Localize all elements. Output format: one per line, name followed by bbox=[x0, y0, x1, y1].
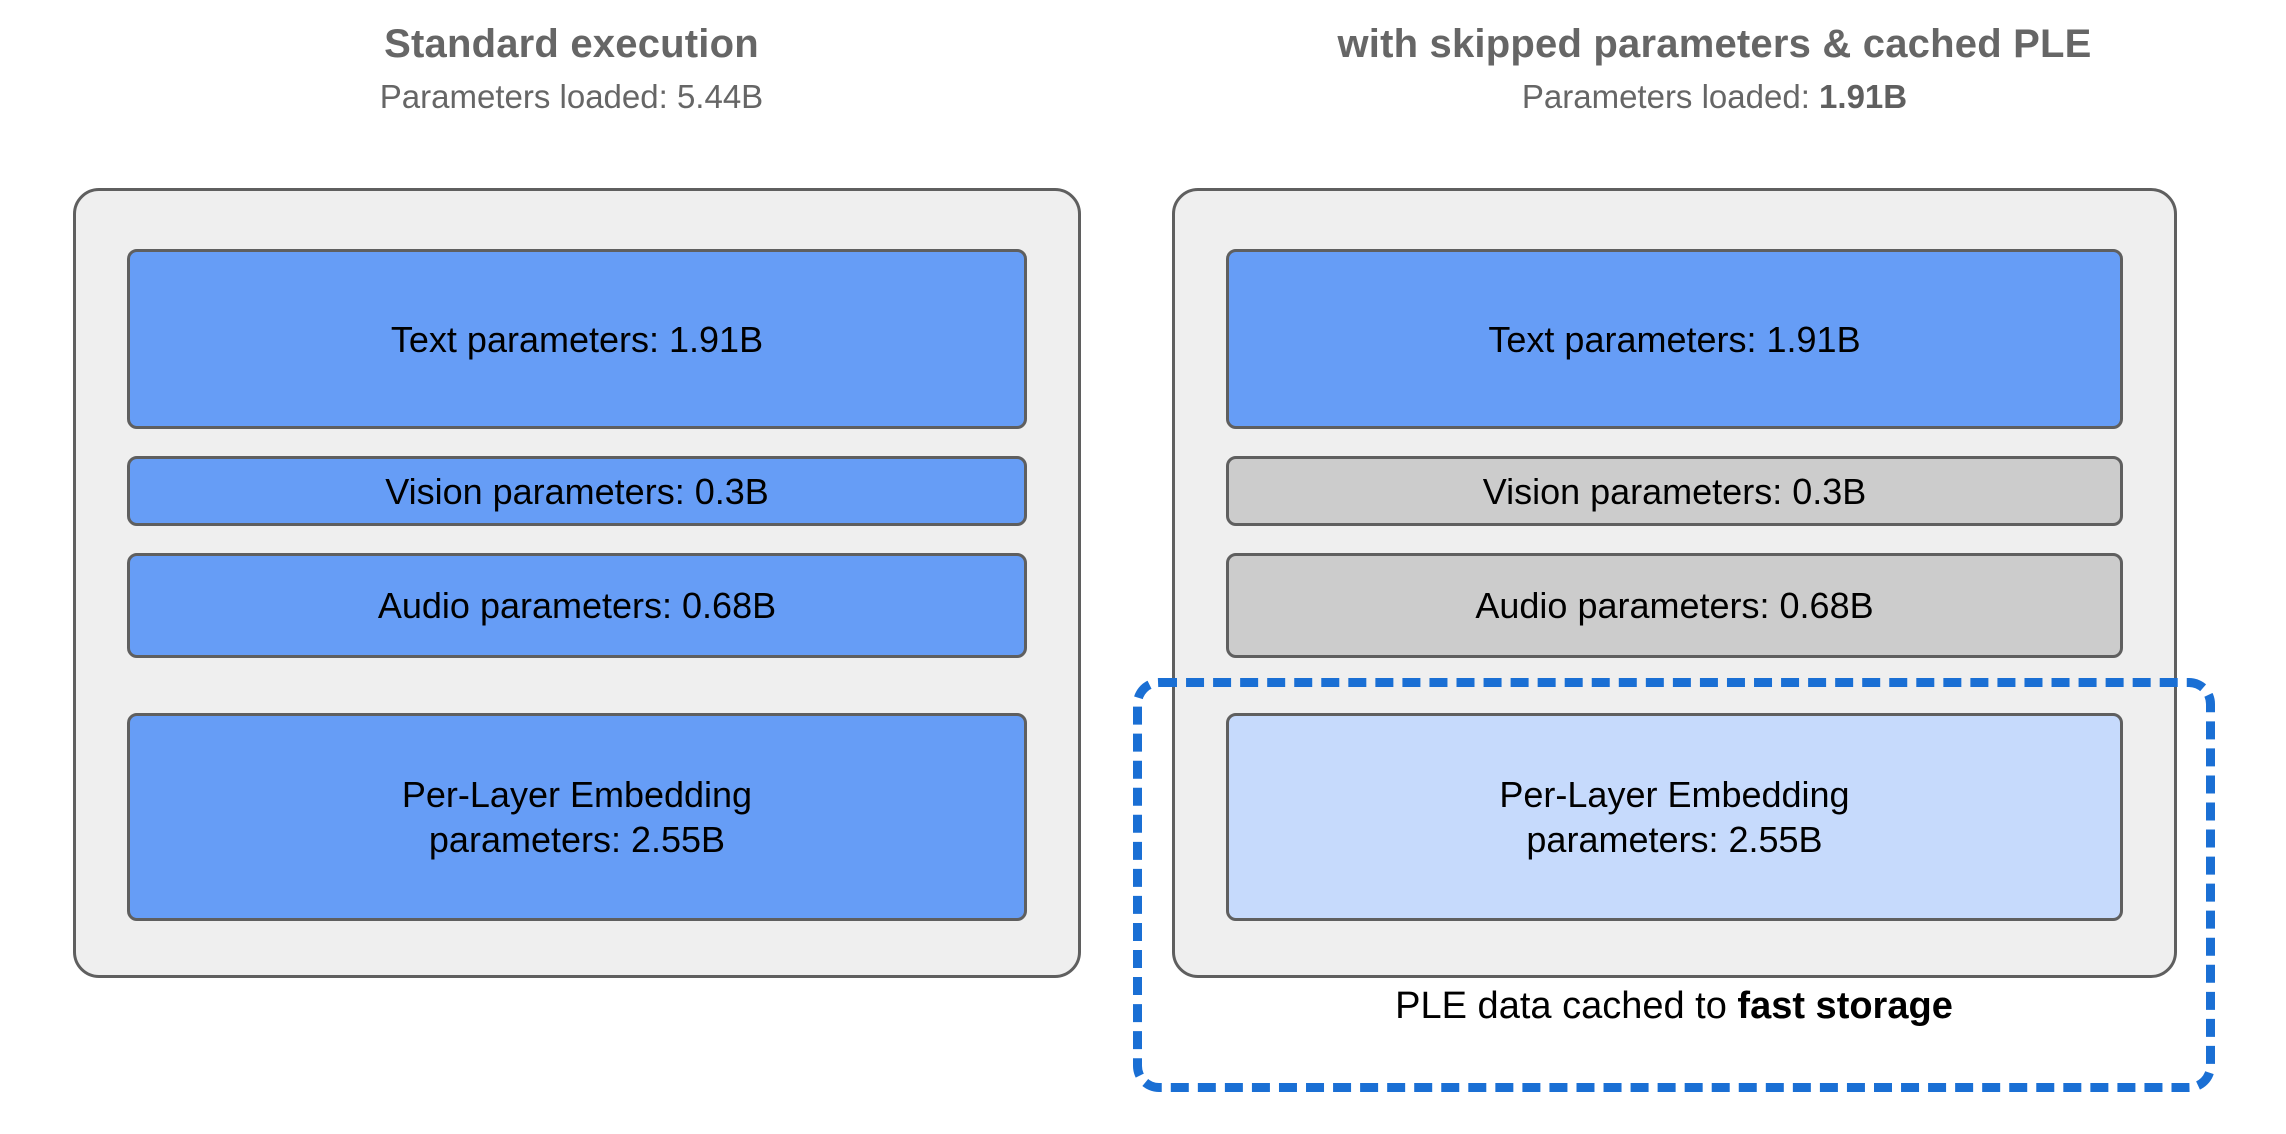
left-block-vision-parameters: Vision parameters: 0.3B bbox=[127, 456, 1027, 526]
standard-execution-column: Standard execution Parameters loaded: 5.… bbox=[0, 22, 1143, 978]
left-parameters-loaded: Parameters loaded: 5.44B bbox=[0, 78, 1143, 116]
right-block-text-parameters: Text parameters: 1.91B bbox=[1226, 249, 2123, 429]
left-memory-panel: Text parameters: 1.91B Vision parameters… bbox=[73, 188, 1081, 978]
right-block-vision-parameters: Vision parameters: 0.3B bbox=[1226, 456, 2123, 526]
right-block-ple-text: Per-Layer Embedding parameters: 2.55B bbox=[1499, 772, 1849, 862]
right-block-ple-line2: parameters: 2.55B bbox=[1526, 819, 1823, 860]
left-block-ple-text: Per-Layer Embedding parameters: 2.55B bbox=[402, 772, 752, 862]
left-block-audio-parameters: Audio parameters: 0.68B bbox=[127, 553, 1027, 658]
left-block-ple-parameters: Per-Layer Embedding parameters: 2.55B bbox=[127, 713, 1027, 921]
left-column-title: Standard execution bbox=[384, 22, 759, 66]
right-parameters-loaded: Parameters loaded: 1.91B bbox=[1143, 78, 2286, 116]
left-block-ple-line2: parameters: 2.55B bbox=[428, 819, 726, 860]
right-block-ple-line1: Per-Layer Embedding bbox=[1499, 774, 1850, 815]
cached-ple-caption-emphasis: fast storage bbox=[1737, 985, 1953, 1027]
cached-ple-caption: PLE data cached to fast storage bbox=[1133, 985, 2215, 1028]
right-memory-panel: Text parameters: 1.91B Vision parameters… bbox=[1172, 188, 2177, 978]
left-parameters-loaded-value: 5.44B bbox=[676, 78, 764, 115]
right-parameters-loaded-label: Parameters loaded: bbox=[1521, 78, 1820, 115]
right-block-ple-parameters: Per-Layer Embedding parameters: 2.55B bbox=[1226, 713, 2123, 921]
skipped-cached-column: with skipped parameters & cached PLE Par… bbox=[1133, 0, 2286, 1134]
left-block-ple-line1: Per-Layer Embedding bbox=[401, 774, 753, 815]
left-block-text-parameters: Text parameters: 1.91B bbox=[127, 249, 1027, 429]
right-column-title: with skipped parameters & cached PLE bbox=[1337, 22, 2092, 66]
left-parameters-loaded-label: Parameters loaded: bbox=[379, 78, 677, 115]
right-block-audio-parameters: Audio parameters: 0.68B bbox=[1226, 553, 2123, 658]
cached-ple-caption-prefix: PLE data cached to bbox=[1395, 985, 1738, 1027]
right-parameters-loaded-value: 1.91B bbox=[1819, 78, 1908, 115]
